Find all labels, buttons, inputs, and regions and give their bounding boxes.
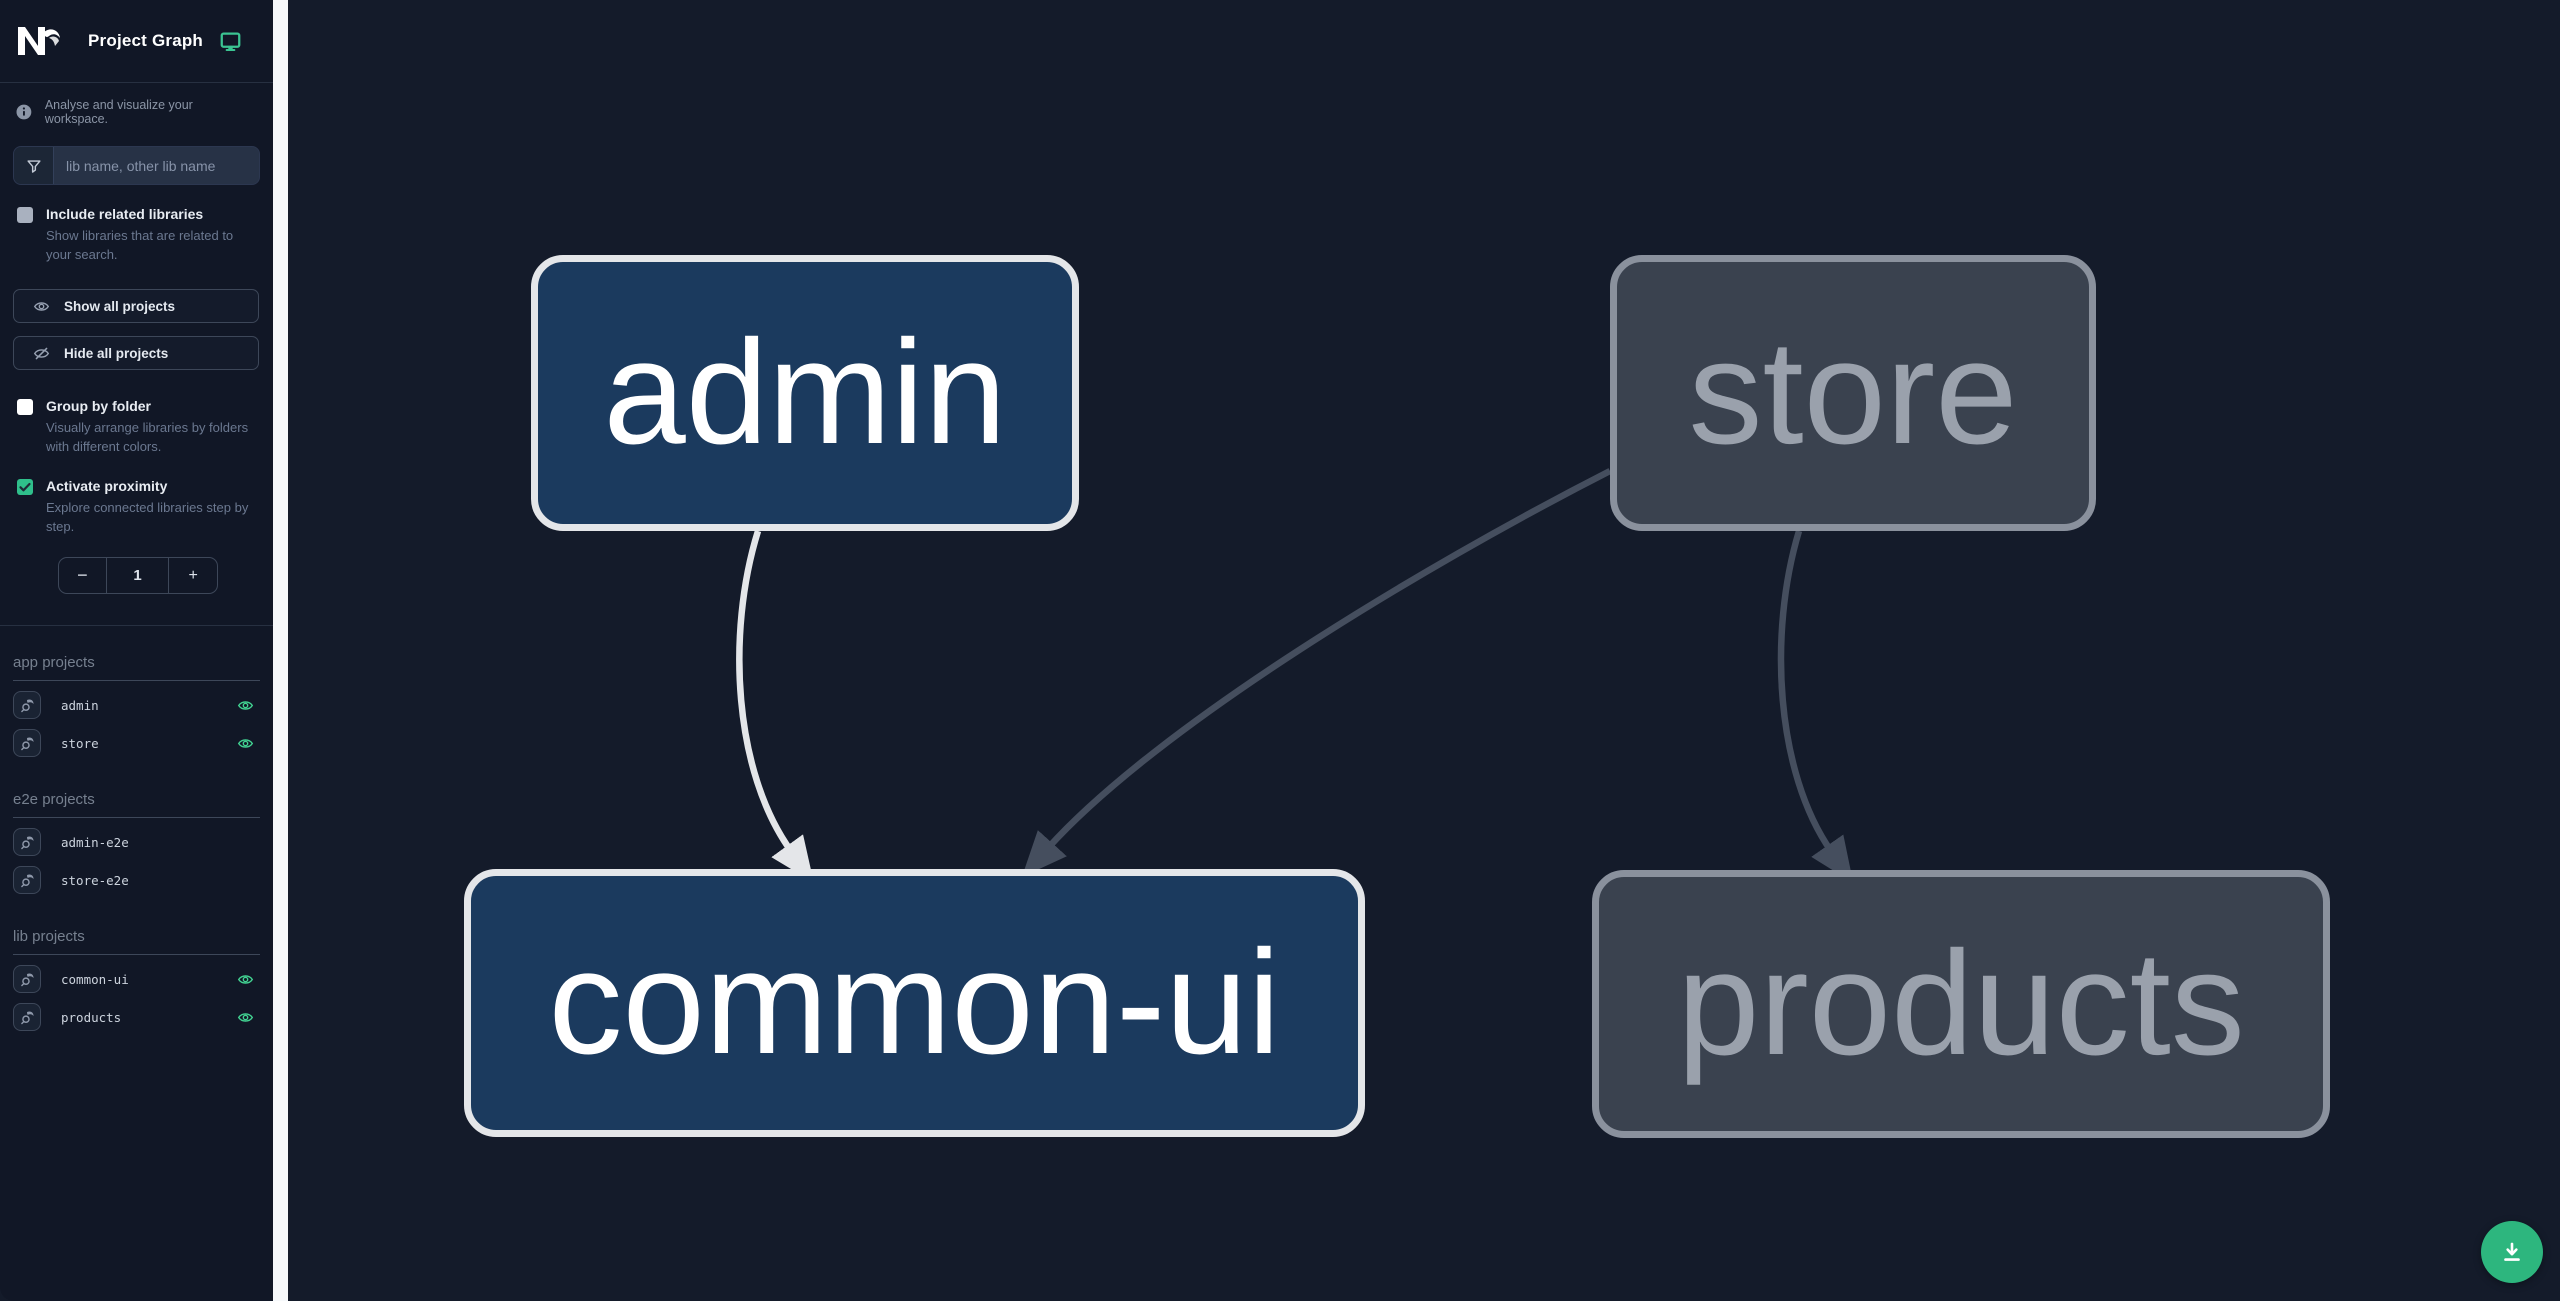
project-section: lib projects common-ui products — [13, 928, 260, 1031]
search-input[interactable] — [54, 147, 259, 184]
proximity-decrement-button[interactable]: − — [59, 558, 107, 593]
focus-project-button[interactable] — [13, 729, 41, 757]
edge-store-to-products — [1777, 530, 1854, 884]
graph-node-admin[interactable]: admin — [531, 255, 1079, 531]
section-heading: e2e projects — [13, 791, 260, 818]
hide-all-projects-button[interactable]: Hide all projects — [13, 336, 259, 370]
include-related-row: Include related libraries Show libraries… — [0, 206, 273, 264]
group-by-folder-row: Group by folder Visually arrange librari… — [0, 398, 273, 456]
activate-proximity-checkbox[interactable] — [17, 479, 33, 495]
focus-project-icon — [20, 737, 34, 750]
eye-icon[interactable] — [237, 971, 254, 988]
activate-proximity-desc: Explore connected libraries step by step… — [46, 500, 249, 534]
graph-node-label: common-ui — [548, 920, 1281, 1085]
nx-logo-icon — [18, 27, 60, 55]
sidebar: Project Graph Analyse and visualize your… — [0, 0, 273, 1301]
focus-project-icon — [20, 973, 34, 986]
project-name: admin-e2e — [61, 834, 129, 850]
focus-project-button[interactable] — [13, 866, 41, 894]
project-list-item-products: products — [13, 1003, 260, 1031]
info-icon — [16, 104, 32, 120]
include-related-desc: Show libraries that are related to your … — [46, 228, 234, 262]
proximity-stepper: − 1 + — [58, 557, 218, 594]
focus-project-icon — [20, 1011, 34, 1024]
section-heading: lib projects — [13, 928, 260, 955]
project-name: store-e2e — [61, 872, 129, 888]
project-section: e2e projects admin-e2e store-e2e — [13, 791, 260, 894]
graph-node-products[interactable]: products — [1592, 870, 2330, 1138]
eye-icon[interactable] — [237, 1009, 254, 1026]
section-heading: app projects — [13, 654, 260, 681]
tagline-text: Analyse and visualize your workspace. — [44, 98, 193, 126]
download-icon — [2504, 1242, 2520, 1261]
focus-project-icon — [20, 836, 34, 849]
edge-admin-to-common-ui — [736, 530, 814, 883]
eye-icon — [33, 301, 50, 311]
eye-icon[interactable] — [237, 735, 254, 752]
graph-node-label: products — [1677, 921, 2245, 1086]
focus-project-button[interactable] — [13, 1003, 41, 1031]
proximity-increment-button[interactable]: + — [168, 558, 217, 593]
graph-node-store[interactable]: store — [1610, 255, 2096, 531]
app-title: Project Graph — [88, 31, 204, 50]
project-list-item-admin: admin — [13, 691, 260, 719]
edge-store-to-common-ui — [1021, 468, 1612, 877]
sidebar-header: Project Graph — [0, 0, 273, 83]
sidebar-divider — [0, 625, 273, 626]
graph-node-label: store — [1688, 310, 2018, 475]
focus-project-icon — [20, 699, 34, 712]
project-name: common-ui — [61, 971, 129, 987]
eye-off-icon — [33, 347, 50, 359]
graph-node-label: admin — [603, 310, 1007, 475]
project-name: products — [61, 1009, 122, 1025]
tagline-row: Analyse and visualize your workspace. — [0, 98, 273, 126]
proximity-value: 1 — [133, 567, 142, 584]
focus-project-button[interactable] — [13, 828, 41, 856]
focus-project-button[interactable] — [13, 691, 41, 719]
activate-proximity-label: Activate proximity — [46, 478, 168, 494]
hide-all-label: Hide all projects — [64, 345, 169, 361]
project-sections: app projects admin store — [0, 654, 273, 1031]
show-all-label: Show all projects — [64, 298, 176, 314]
project-list-item-store-e2e: store-e2e — [13, 866, 260, 894]
search-box — [13, 146, 260, 185]
eye-icon[interactable] — [237, 697, 254, 714]
group-by-folder-checkbox[interactable] — [17, 399, 33, 415]
project-name: store — [61, 735, 99, 751]
activate-proximity-row: Activate proximity Explore connected lib… — [0, 478, 273, 536]
include-related-label: Include related libraries — [46, 206, 204, 222]
group-by-folder-desc: Visually arrange libraries by folders wi… — [46, 420, 249, 454]
project-list-item-admin-e2e: admin-e2e — [13, 828, 260, 856]
group-by-folder-label: Group by folder — [46, 398, 151, 414]
project-list-item-common-ui: common-ui — [13, 965, 260, 993]
show-all-projects-button[interactable]: Show all projects — [13, 289, 259, 323]
sidebar-resize-handle[interactable] — [273, 0, 288, 1301]
download-image-button[interactable] — [2481, 1221, 2543, 1283]
project-name: admin — [61, 697, 99, 713]
include-related-checkbox[interactable] — [17, 207, 33, 223]
project-list-item-store: store — [13, 729, 260, 757]
filter-funnel-icon — [14, 147, 54, 184]
graph-node-common-ui[interactable]: common-ui — [464, 869, 1365, 1137]
monitor-icon[interactable] — [220, 31, 241, 52]
focus-project-button[interactable] — [13, 965, 41, 993]
project-section: app projects admin store — [13, 654, 260, 757]
focus-project-icon — [20, 874, 34, 887]
